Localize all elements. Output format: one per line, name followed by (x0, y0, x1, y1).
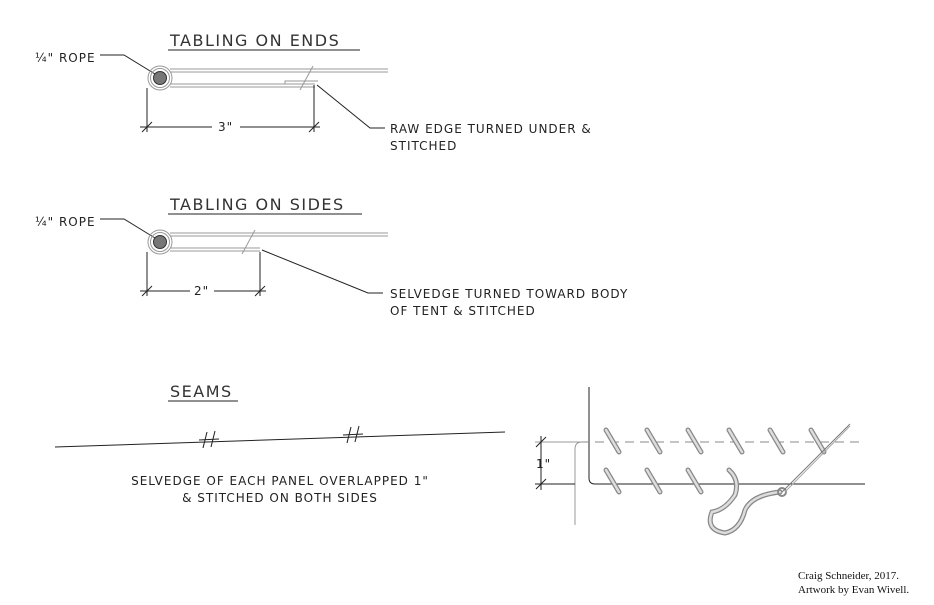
note-leader (316, 84, 385, 129)
seam-note: SELVEDGE OF EACH PANEL OVERLAPPED 1" (131, 474, 429, 488)
note-text: RAW EDGE TURNED UNDER & (390, 122, 592, 136)
note-text: SELVEDGE TURNED TOWARD BODY (390, 287, 628, 301)
needle-icon (781, 423, 851, 493)
dimension-line: 3" (140, 85, 320, 134)
seams-section: SEAMS SELVEDGE OF EACH PANEL OVERLAPPED … (54, 382, 865, 536)
seam-stitch-marks (198, 425, 364, 449)
note-text: OF TENT & STITCHED (390, 304, 536, 318)
tabling-on-ends-section: TABLING ON ENDS ¼" ROPE 3" RAW EDGE TURN… (35, 31, 592, 153)
seam-line (54, 431, 506, 448)
seam-note: & STITCHED ON BOTH SIDES (182, 491, 378, 505)
dimension-label: 2" (194, 284, 209, 298)
note-text: STITCHED (390, 139, 457, 153)
credit-artwork: Artwork by Evan Wivell. (798, 584, 909, 596)
dimension-label: 3" (218, 120, 233, 134)
stitches (603, 427, 827, 536)
dimension-line: 2" (140, 252, 266, 298)
section-title: SEAMS (170, 382, 233, 401)
detail-dimension-label: 1" (536, 457, 551, 471)
credit-author: Craig Schneider, 2017. (798, 570, 899, 582)
seam-detail-drawing: 1" (535, 387, 865, 536)
rope-label: ¼" ROPE (35, 51, 96, 65)
note-leader (261, 249, 383, 294)
rope-leader (100, 54, 156, 75)
rope-icon (147, 65, 173, 91)
fabric-layers (170, 65, 388, 91)
tabling-on-sides-section: TABLING ON SIDES ¼" ROPE 2" SELVEDGE TUR… (35, 195, 628, 318)
rope-label: ¼" ROPE (35, 215, 96, 229)
section-title: TABLING ON ENDS (169, 31, 340, 50)
rope-leader (100, 218, 156, 239)
section-title: TABLING ON SIDES (169, 195, 345, 214)
fabric-layers (170, 229, 388, 255)
rope-icon (147, 229, 173, 255)
